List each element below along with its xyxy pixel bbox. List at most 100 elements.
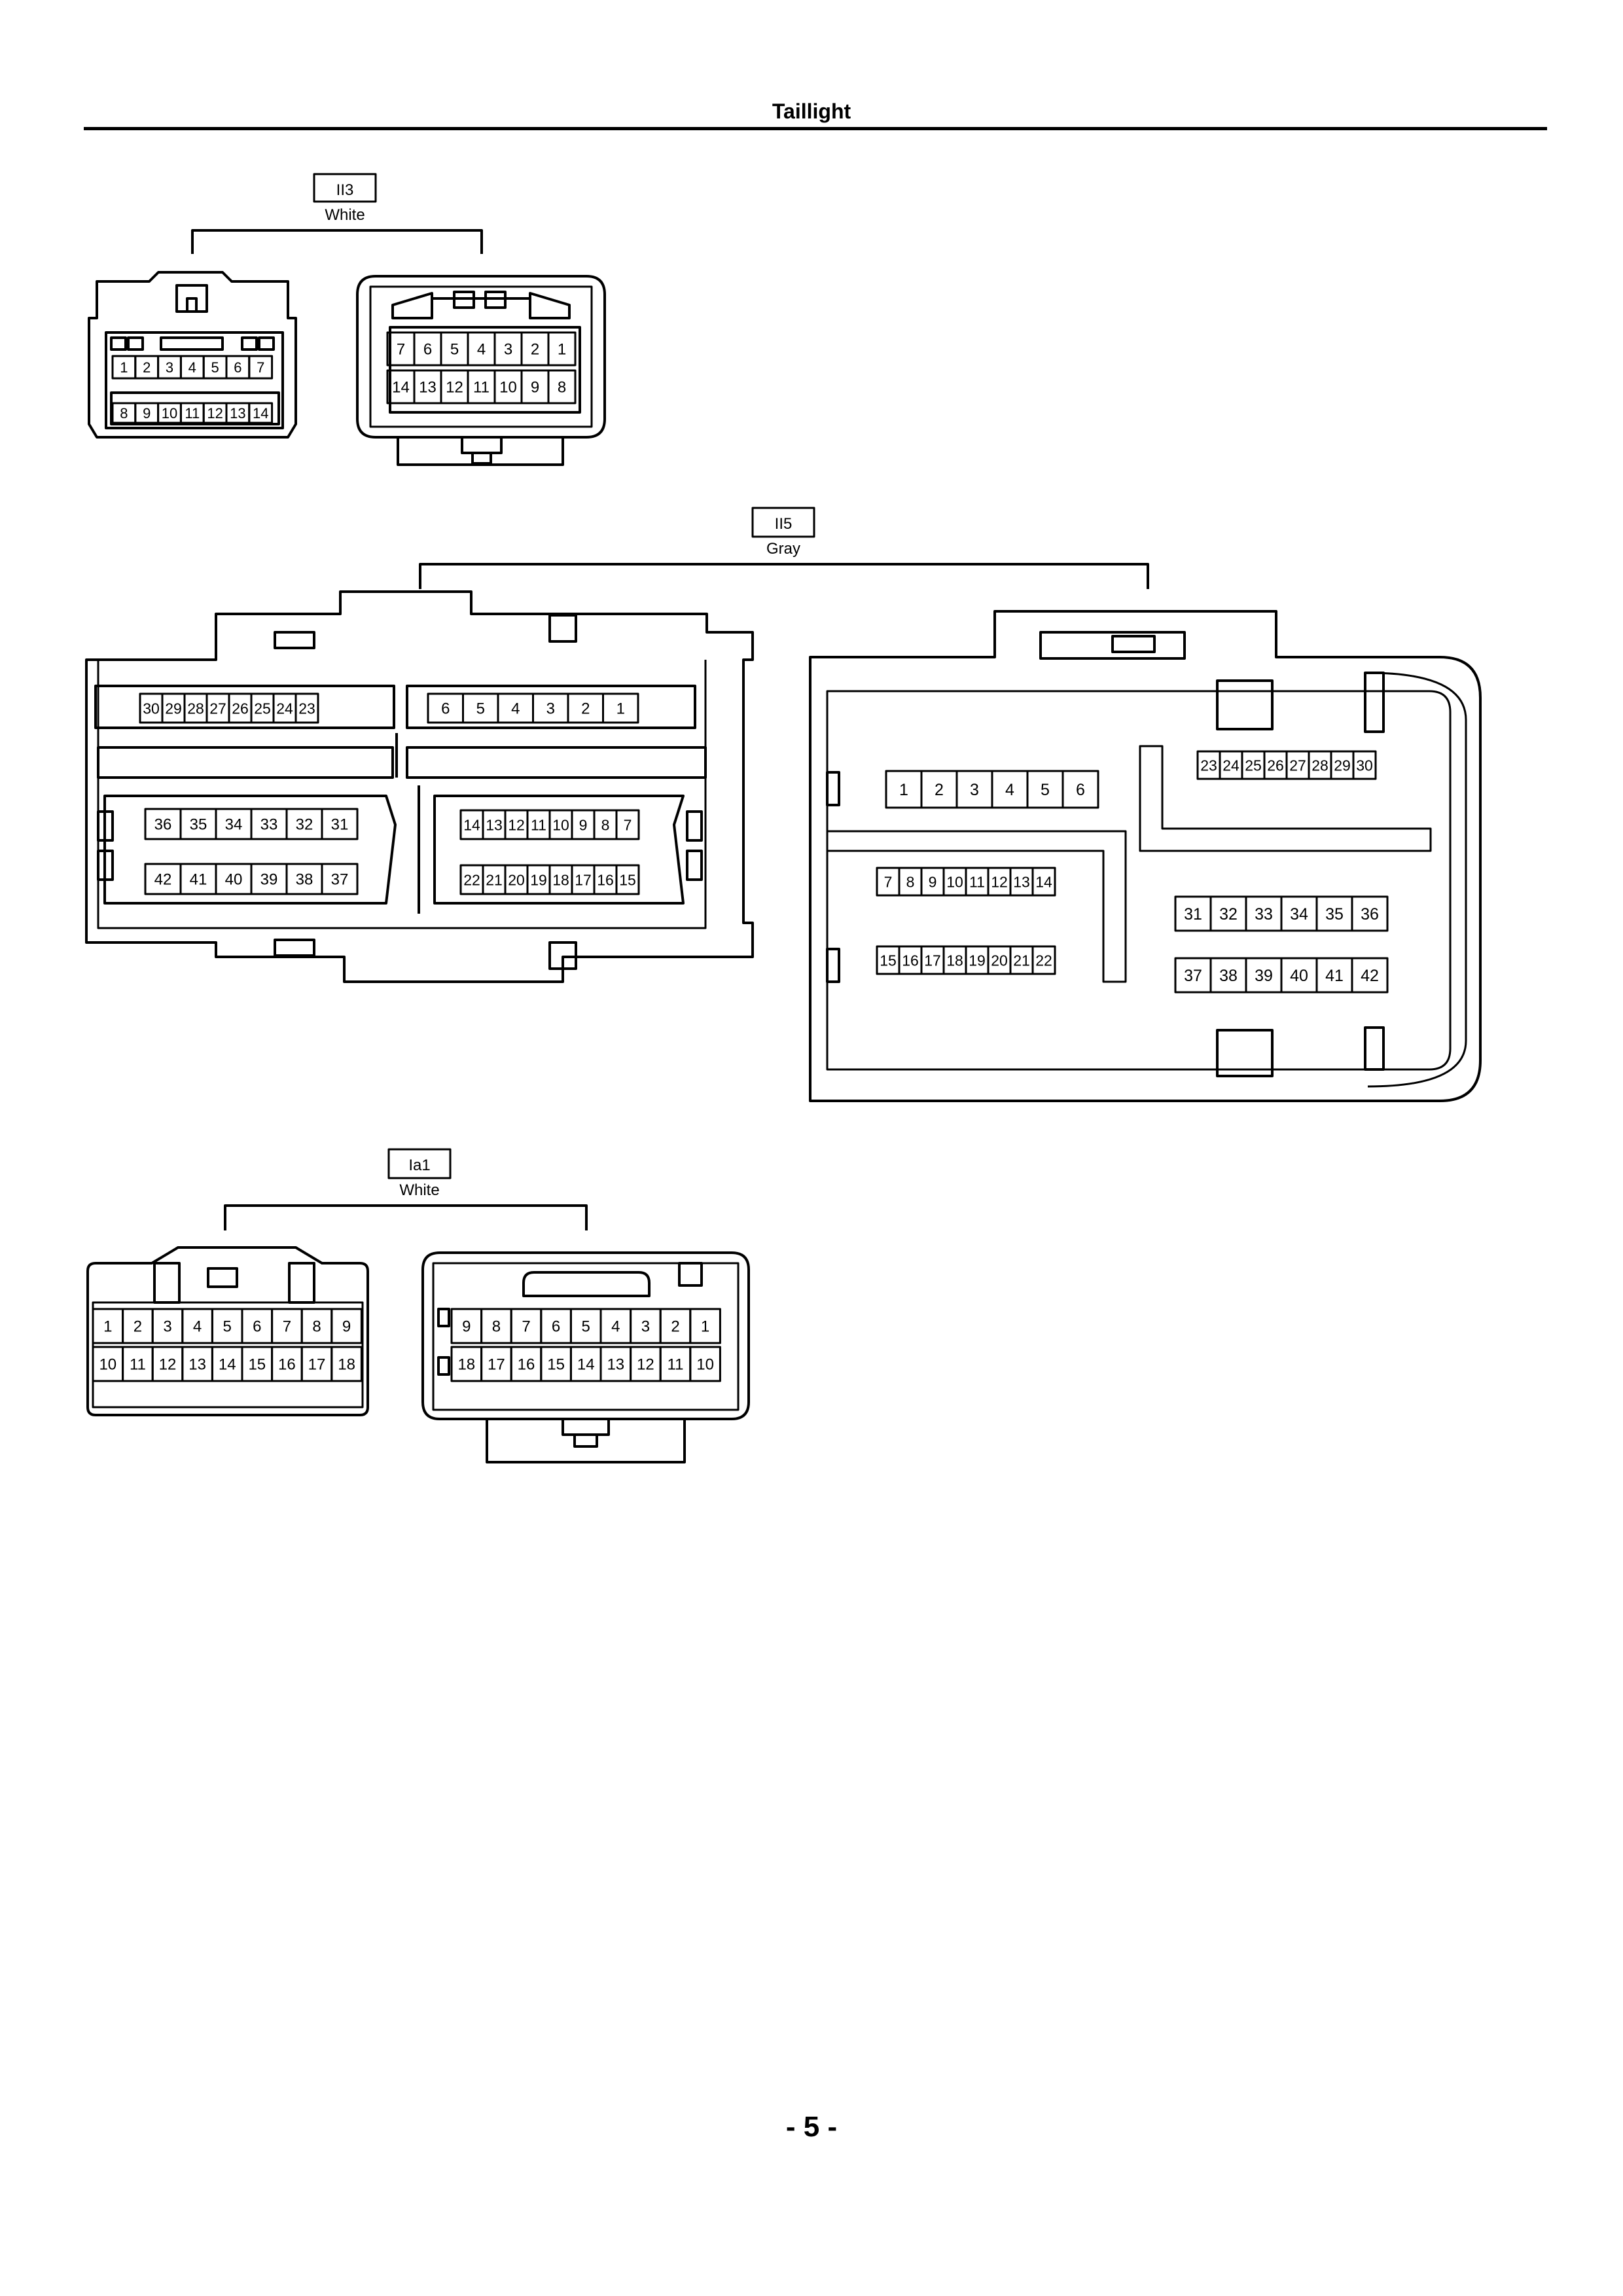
pin-number: 10 [162,405,177,422]
pin-number: 12 [637,1356,654,1374]
pin-number: 7 [522,1318,530,1336]
pin-number: 13 [607,1356,624,1374]
pin-number: 26 [1267,757,1284,774]
pin-cell [321,863,359,895]
pin-cell [615,864,640,895]
pin-cell [602,692,639,724]
pin-number: 3 [504,341,512,359]
pin-number: 8 [120,405,128,422]
pin-number: 27 [1289,757,1306,774]
pin-number: 32 [1219,905,1238,924]
pin-number: 6 [1076,781,1085,799]
pin-number: 3 [163,1318,171,1336]
pin-number: 33 [260,816,278,834]
pin-number: 38 [1219,967,1238,985]
pin-number: 18 [552,871,569,888]
pin-number: 2 [531,341,539,359]
pin-number: 7 [884,873,893,890]
pin-number: 36 [154,816,172,834]
connector-code: II5 [775,515,793,533]
pin-number: 7 [257,359,264,376]
pin-number: 14 [253,405,268,422]
pin-number: 40 [225,871,243,889]
pin-number: 19 [530,871,547,888]
pin-number: 25 [254,700,271,717]
pin-number: 10 [499,379,517,397]
pin-number: 16 [518,1356,535,1374]
pin-number: 17 [488,1356,505,1374]
pin-number: 5 [1041,781,1050,799]
pin-number: 4 [511,700,520,718]
pin-number: 11 [130,1356,146,1374]
pin-number: 2 [134,1318,142,1336]
pin-number: 20 [508,871,525,888]
pin-number: 14 [577,1356,595,1374]
pin-number: 15 [248,1356,266,1374]
pin-number: 40 [1290,967,1308,985]
view-bracket [224,1204,588,1230]
pin-number: 39 [1255,967,1273,985]
pin-number: 3 [546,700,555,718]
pin-number: 18 [946,952,963,969]
connector-color: White [399,1181,439,1199]
pin-number: 1 [103,1318,112,1336]
pin-cell [294,692,319,724]
pin-number: 6 [423,341,432,359]
pin-number: 30 [1356,757,1373,774]
pin-number: 23 [298,700,315,717]
pin-number: 33 [1255,905,1273,924]
pin-cell [689,1308,721,1344]
pin-cell [615,809,640,840]
pin-cell [689,1346,721,1382]
pin-number: 2 [581,700,590,718]
pin-number: 11 [473,379,490,397]
pin-cell [248,355,274,380]
pin-number: 7 [283,1318,291,1336]
pin-number: 1 [558,341,566,359]
pin-number: 22 [1035,952,1052,969]
pin-number: 12 [508,816,525,833]
pin-number: 17 [575,871,592,888]
pin-number: 42 [1361,967,1379,985]
pin-number: 17 [924,952,941,969]
pin-number: 37 [1184,967,1202,985]
pin-number: 34 [1290,905,1308,924]
pin-cell [547,369,577,404]
pin-number: 34 [225,816,243,834]
view-bracket [191,229,483,254]
pin-number: 14 [463,816,480,833]
pin-number: 4 [611,1318,620,1336]
pin-number: 5 [450,341,459,359]
pin-number: 14 [392,379,410,397]
pin-number: 35 [1325,905,1344,924]
pin-number: 26 [232,700,249,717]
pin-number: 18 [338,1356,355,1374]
pin-number: 14 [219,1356,236,1374]
pin-number: 6 [552,1318,560,1336]
pin-number: 5 [211,359,219,376]
pin-number: 12 [446,379,463,397]
connector-code-box [751,507,815,538]
pin-number: 37 [331,871,349,889]
pin-number: 9 [579,816,588,833]
pin-number: 10 [552,816,569,833]
title-rule [84,127,1547,130]
pin-number: 11 [668,1356,684,1374]
pin-number: 31 [331,816,349,834]
pin-number: 13 [230,405,245,422]
view-bracket [419,563,1149,589]
pin-number: 4 [1005,781,1014,799]
